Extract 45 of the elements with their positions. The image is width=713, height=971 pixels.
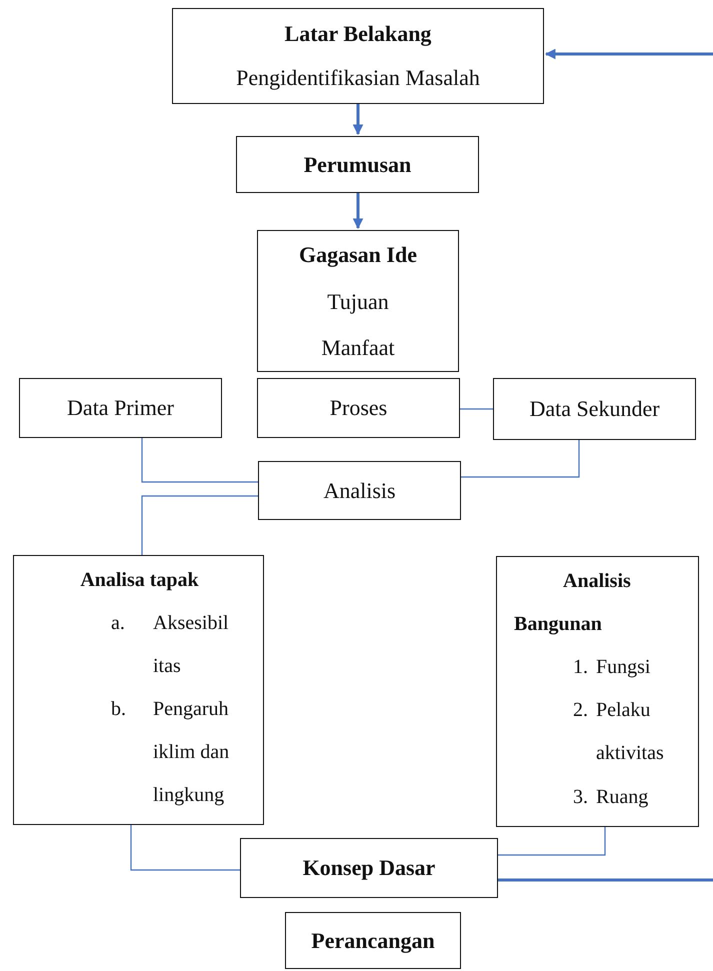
- process-box: [240, 838, 498, 898]
- box-heading: Latar Belakang: [284, 20, 432, 48]
- list-marker: 3.: [573, 785, 589, 810]
- process-box: [13, 555, 264, 825]
- connector-line: [461, 440, 580, 478]
- process-box: [172, 8, 544, 104]
- connector-line: [498, 878, 713, 882]
- list-marker: 2.: [573, 698, 589, 723]
- process-box: [19, 378, 222, 438]
- process-box: [257, 378, 460, 438]
- process-box: [285, 912, 461, 969]
- box-text: Tujuan: [327, 288, 389, 316]
- list-item-text: Ruang: [596, 785, 650, 810]
- arrow: [352, 104, 364, 136]
- list-item-text: Pengaruh iklim dan lingkung: [153, 697, 230, 808]
- box-heading: Perumusan: [304, 150, 412, 178]
- connector-line: [141, 495, 258, 555]
- list-marker: b.: [111, 697, 127, 722]
- box-heading: Perancangan: [311, 926, 435, 955]
- list-item-text: Pelaku aktivitas: [596, 698, 665, 766]
- box-text: Pengidentifikasian Masalah: [236, 64, 480, 92]
- box-heading: Proses: [330, 394, 388, 422]
- box-heading: Analisis Bangunan: [514, 569, 632, 637]
- box-heading: Konsep Dasar: [302, 854, 436, 882]
- arrow: [352, 193, 364, 230]
- box-heading: Data Primer: [67, 394, 174, 422]
- process-box: [493, 378, 696, 440]
- list-marker: 1.: [573, 655, 589, 680]
- list-item-text: Fungsi: [596, 655, 652, 680]
- box-heading: Analisa tapak: [79, 568, 200, 593]
- process-box: [257, 230, 459, 372]
- process-box: [496, 556, 699, 827]
- connector-line: [460, 408, 493, 410]
- arrow: [544, 48, 713, 60]
- connector-line: [141, 438, 258, 483]
- process-box: [258, 461, 461, 520]
- process-box: [236, 136, 479, 193]
- box-text: Manfaat: [321, 334, 395, 362]
- list-item-text: Aksesibil itas: [153, 611, 230, 679]
- connector-line: [130, 825, 240, 871]
- box-heading: Analisis: [323, 476, 396, 504]
- box-heading: Data Sekunder: [529, 395, 660, 423]
- list-marker: a.: [111, 611, 126, 636]
- connector-line: [498, 827, 606, 856]
- box-heading: Gagasan Ide: [299, 241, 417, 269]
